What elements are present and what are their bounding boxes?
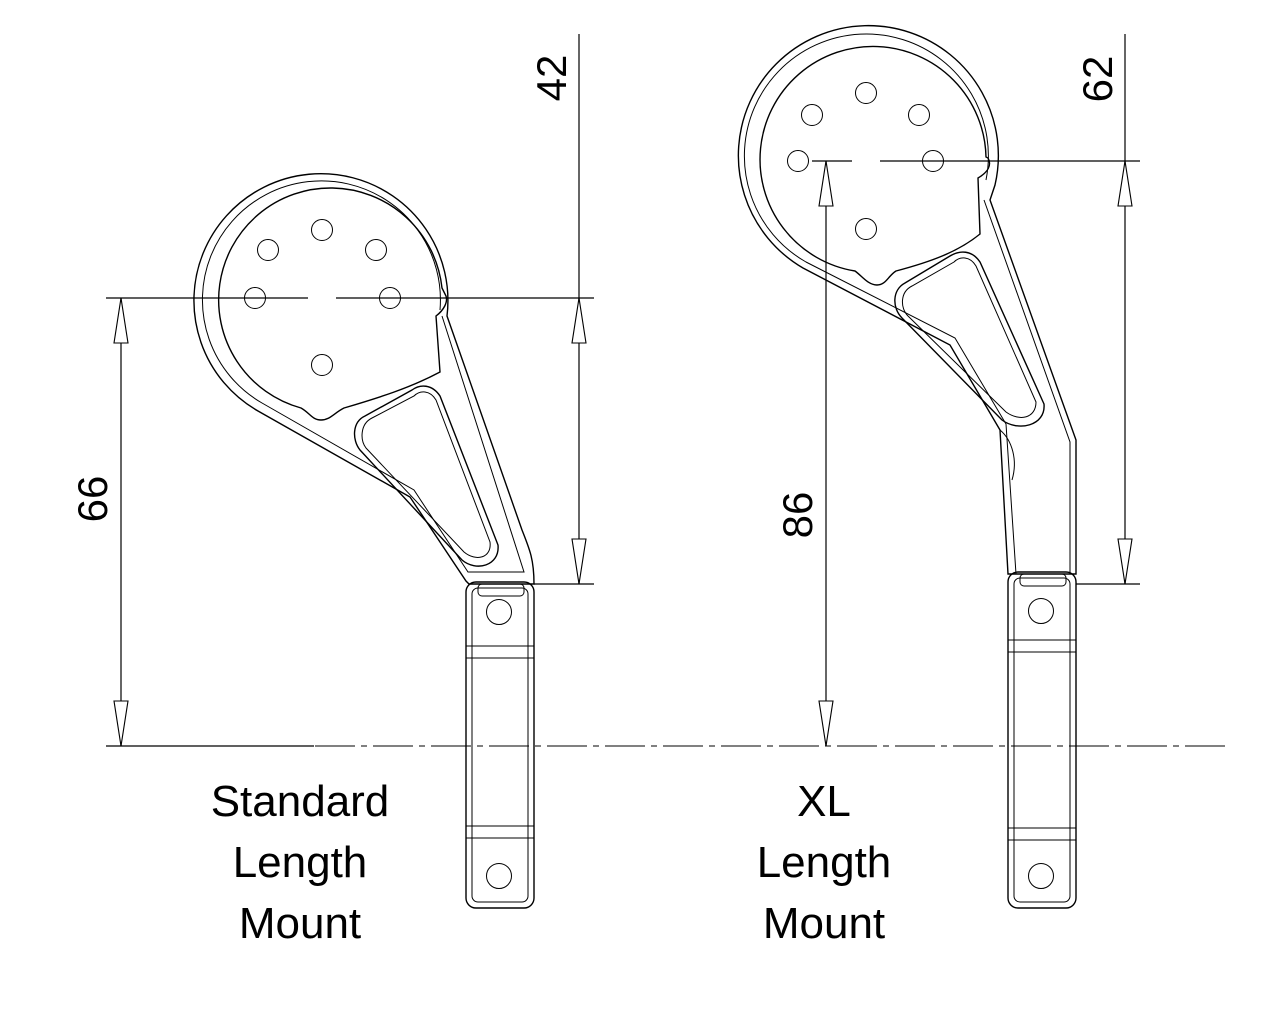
xl-label-line-1: XL (797, 777, 851, 826)
xl-label-line-2: Length (756, 838, 892, 887)
standard-label-line-1: Standard (210, 777, 390, 826)
xl-mount-label: XL Length Mount (664, 771, 984, 954)
xl-mount: 86 62 (737, 24, 1140, 909)
xl-height-dimension: 86 (774, 492, 821, 539)
standard-mount-label: Standard Length Mount (140, 771, 460, 954)
standard-mount: 66 42 (69, 34, 594, 909)
std-height-dimension: 66 (69, 476, 116, 523)
std-offset-dimension: 42 (528, 55, 575, 102)
xl-offset-dimension: 62 (1074, 56, 1121, 103)
standard-label-line-3: Mount (238, 899, 362, 948)
standard-label-line-2: Length (232, 838, 368, 887)
xl-label-line-3: Mount (762, 899, 886, 948)
